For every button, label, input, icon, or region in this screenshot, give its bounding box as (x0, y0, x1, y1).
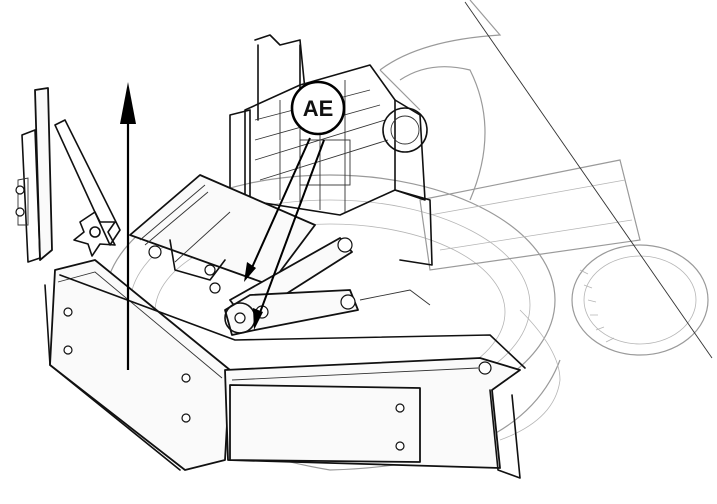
ghosted-motor-arm (379, 0, 641, 271)
linkage-bracket (129, 174, 316, 294)
side-mount-plate (15, 87, 121, 263)
callout-ae: AE (290, 80, 346, 136)
callout-ae-label: AE (303, 96, 334, 121)
star-knob (73, 211, 116, 257)
link-arms (224, 237, 431, 336)
lift-direction-arrow (120, 82, 136, 370)
section-line (464, 1, 713, 359)
callout-leader-lines (244, 137, 325, 330)
panel-screws (63, 307, 405, 451)
